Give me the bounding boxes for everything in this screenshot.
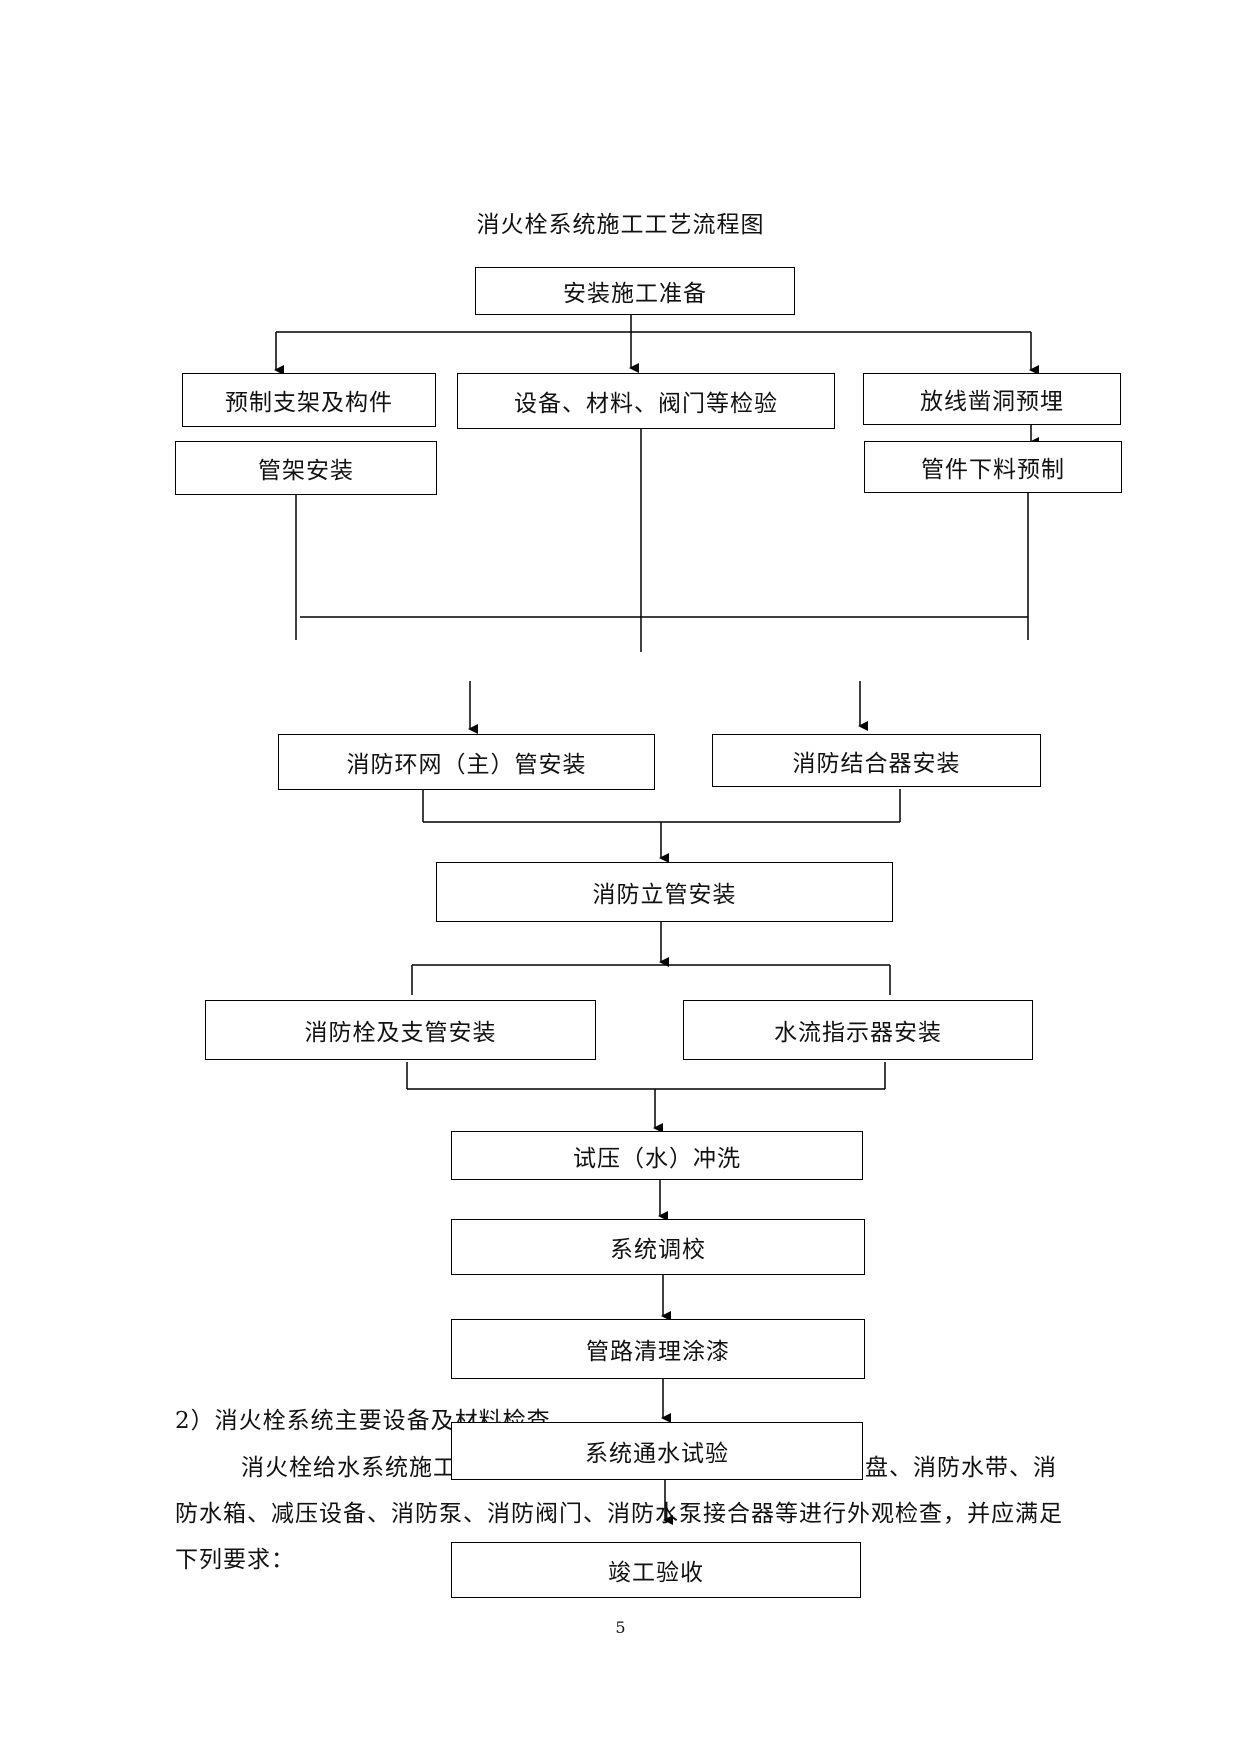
box-installation-preparation: 安装施工准备 — [475, 267, 795, 315]
page-number: 5 — [615, 1618, 626, 1637]
box-acceptance: 竣工验收 — [451, 1542, 861, 1598]
flowchart-title: 消火栓系统施工工艺流程图 — [476, 212, 765, 238]
box-combiner: 消防结合器安装 — [712, 734, 1041, 787]
box-inspection: 设备、材料、阀门等检验 — [457, 373, 835, 429]
box-cleaning-painting: 管路清理涂漆 — [451, 1319, 865, 1379]
paragraph-line-2: 防水箱、减压设备、消防泵、消防阀门、消防水泵接合器等进行外观检查，并应满足 — [175, 1501, 1063, 1527]
box-prefab-supports: 预制支架及构件 — [182, 373, 436, 427]
box-ring-main: 消防环网（主）管安装 — [278, 734, 655, 790]
box-rack-install: 管架安装 — [175, 441, 437, 495]
box-calibration: 系统调校 — [451, 1219, 865, 1275]
box-riser: 消防立管安装 — [436, 862, 893, 922]
box-pressure-test: 试压（水）冲洗 — [451, 1131, 863, 1180]
paragraph-line-3: 下列要求： — [175, 1547, 295, 1573]
box-pipe-cutting: 管件下料预制 — [864, 441, 1122, 493]
box-hydrant-branch: 消防栓及支管安装 — [205, 1000, 596, 1060]
box-flow-indicator: 水流指示器安装 — [683, 1000, 1033, 1060]
box-water-test: 系统通水试验 — [451, 1422, 863, 1480]
box-layout-holes: 放线凿洞预埋 — [863, 373, 1121, 425]
